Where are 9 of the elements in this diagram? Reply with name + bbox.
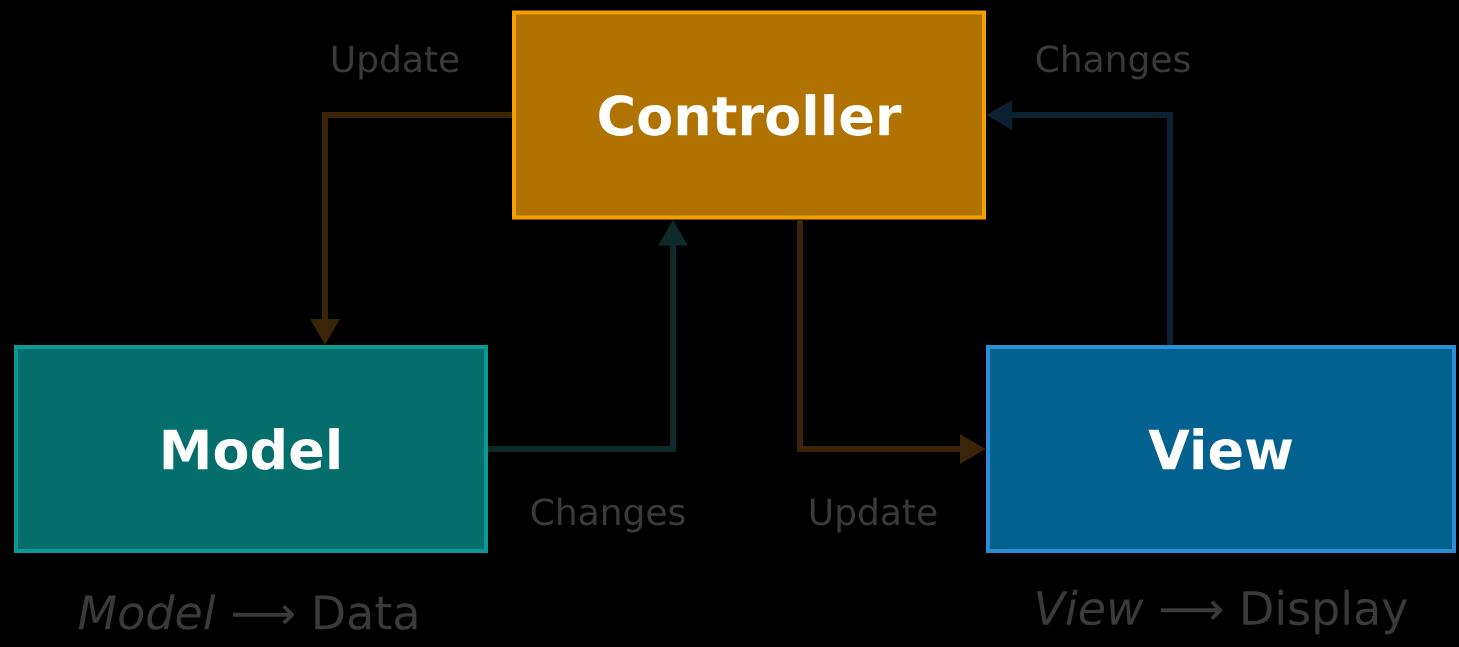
node-label: Model ⟶ Data bbox=[78, 594, 417, 630]
edge-label: Update bbox=[332, 44, 459, 80]
process-box: Model bbox=[14, 345, 488, 553]
edge-label: Update bbox=[810, 497, 937, 533]
process-box: Controller bbox=[512, 10, 986, 220]
process-box: View bbox=[986, 345, 1456, 553]
edge-label: Changes bbox=[531, 497, 685, 533]
node-label: View ⟶ Display bbox=[1037, 589, 1408, 635]
edge-label: Changes bbox=[1036, 44, 1190, 80]
